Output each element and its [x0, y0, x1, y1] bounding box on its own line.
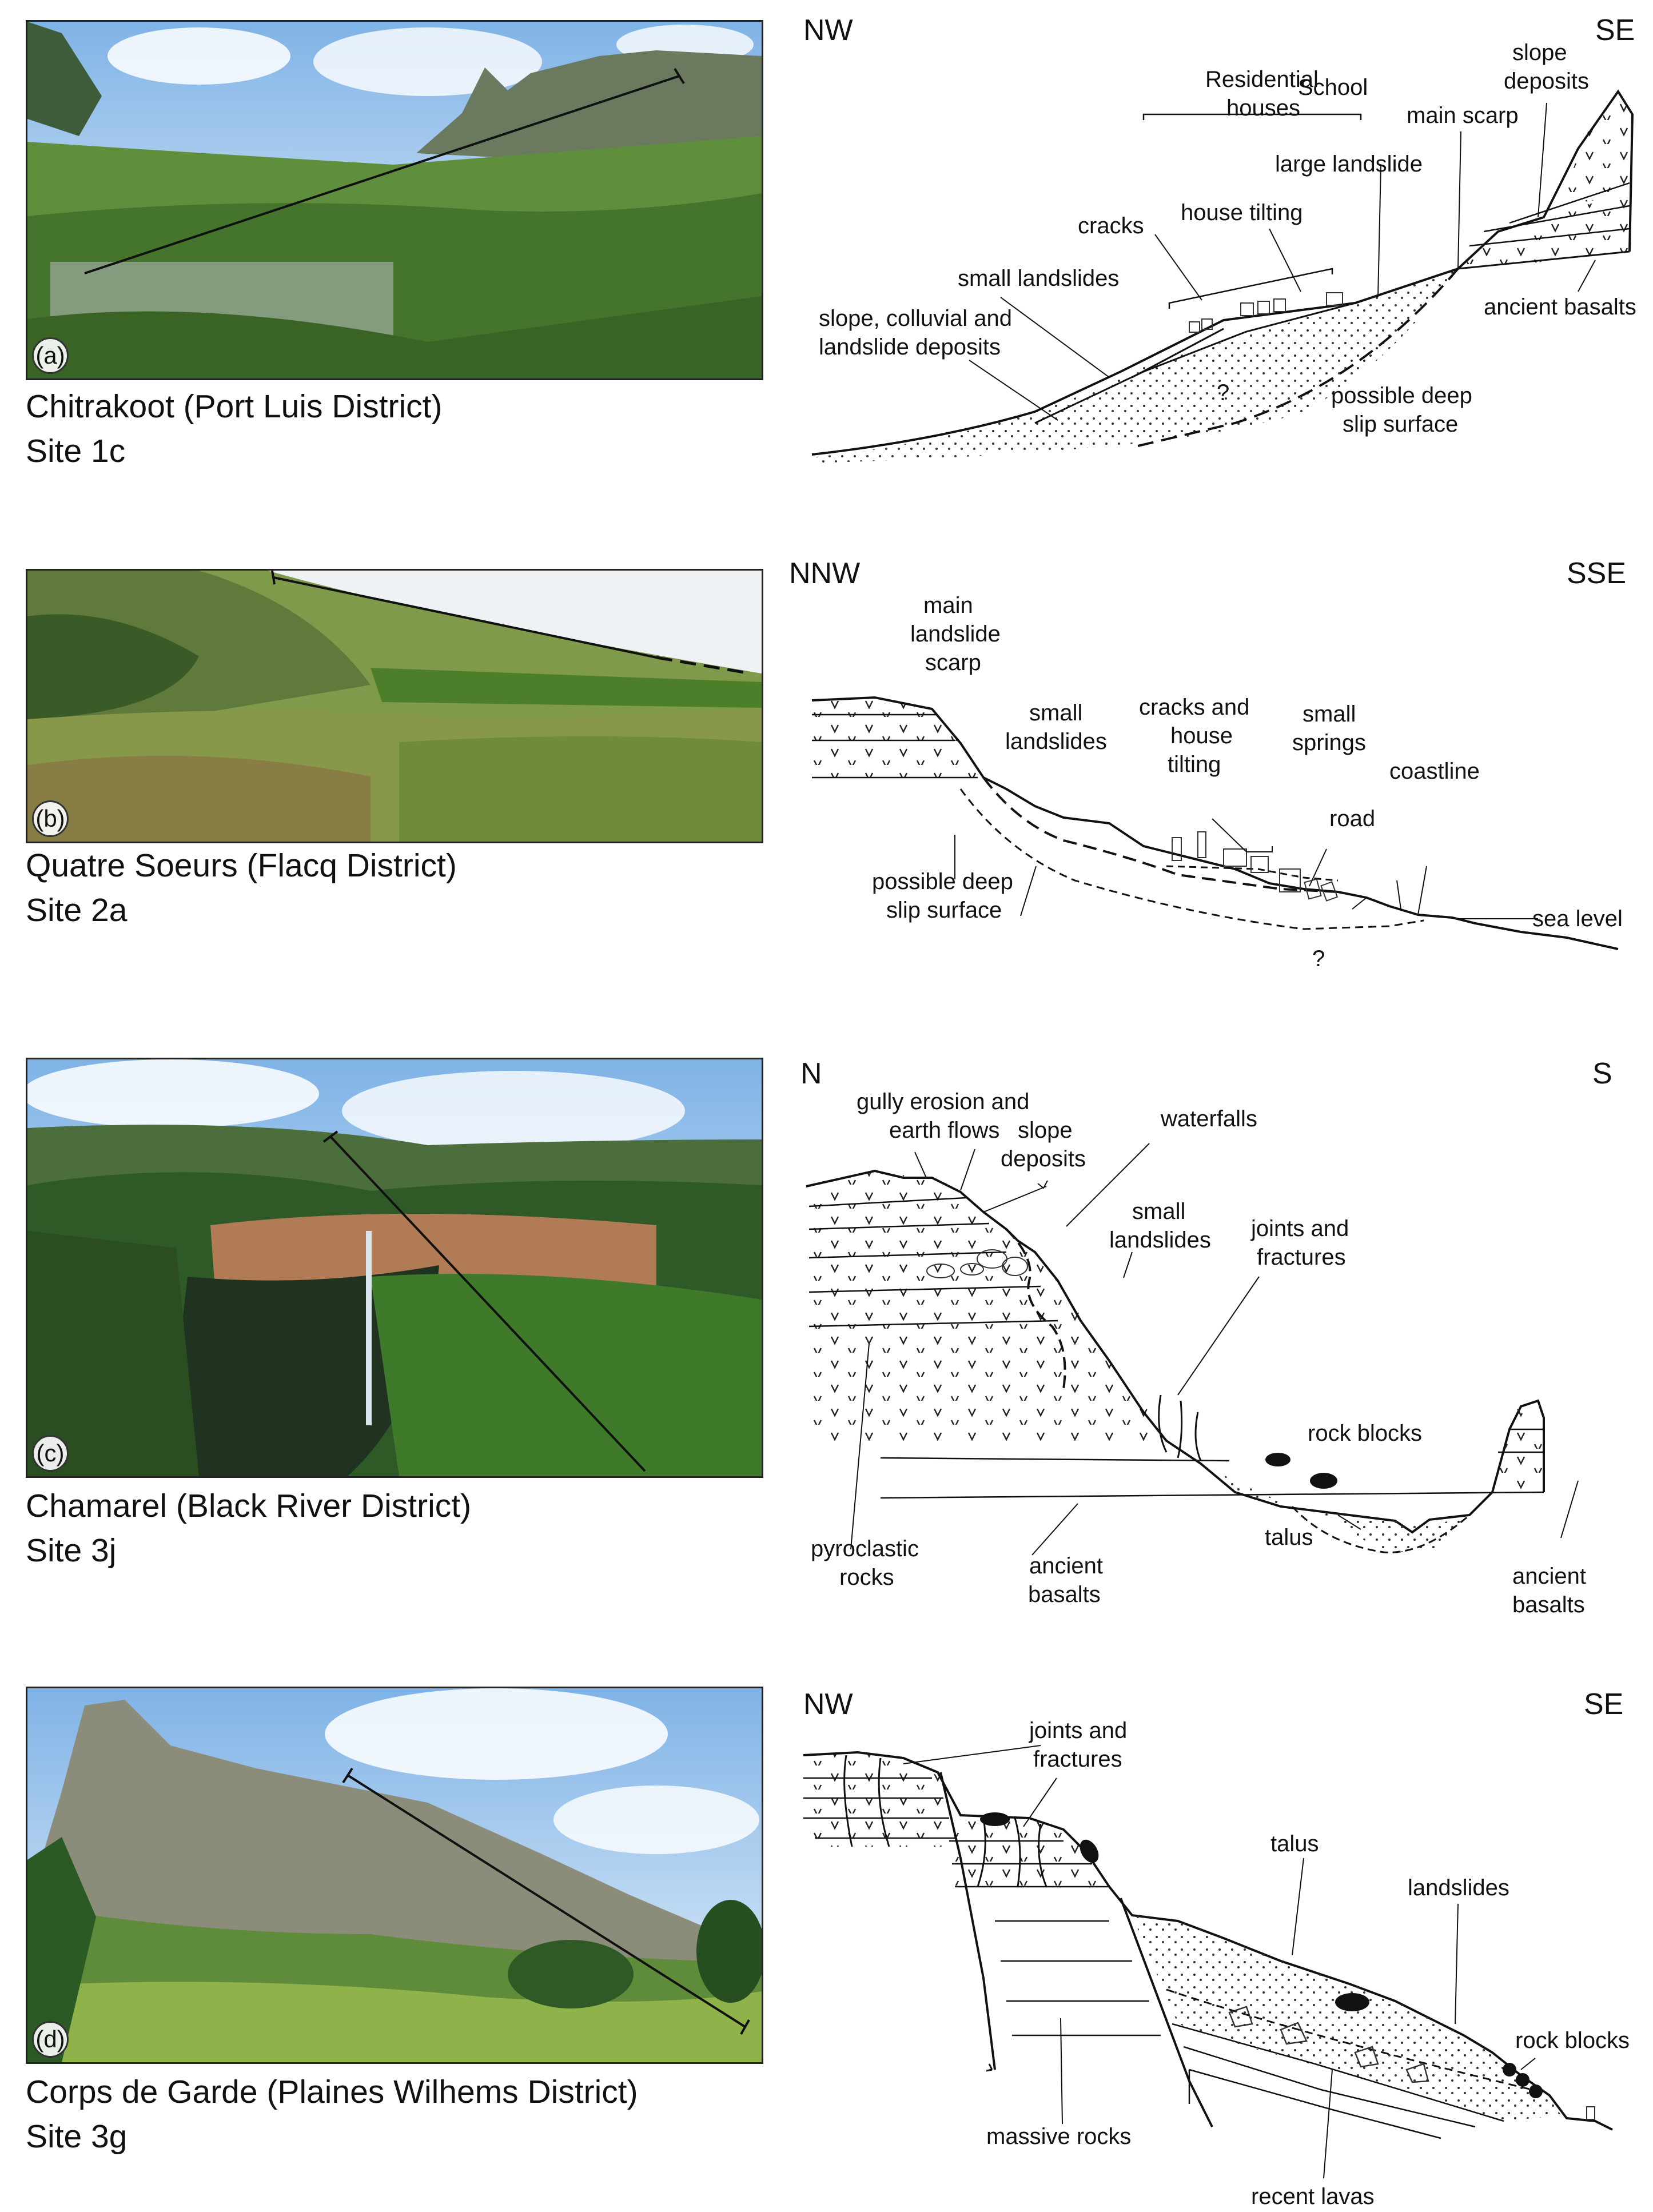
caption-site-a: Site 1c — [26, 433, 126, 469]
label-recent-lavas: recent lavas — [1251, 2184, 1375, 2209]
label-joints-d2: fractures — [1033, 1747, 1122, 1772]
label-slope-deposits-c1: slope — [1018, 1118, 1073, 1143]
label-slope-deposits-2: deposits — [1504, 69, 1589, 94]
label-deep-slip-2: slip surface — [1343, 412, 1458, 437]
label-joints-c1: joints and — [1250, 1216, 1349, 1241]
label-small-landslides-b1: small — [1029, 700, 1082, 726]
label-small-landslides: small landslides — [958, 266, 1119, 291]
label-small-landslides-c2: landslides — [1109, 1227, 1211, 1253]
label-road: road — [1329, 806, 1375, 831]
label-springs-2: springs — [1292, 730, 1366, 755]
caption-location-b: Quatre Soeurs (Flacq District) — [26, 847, 457, 884]
label-cracks-b1: cracks and — [1139, 695, 1249, 720]
label-small-landslides-b2: landslides — [1005, 729, 1107, 754]
label-talus-d: talus — [1270, 1831, 1319, 1856]
photo-corps-de-garde: (d) — [26, 1687, 763, 2064]
label-waterfalls: waterfalls — [1160, 1106, 1257, 1131]
label-joints-d1: joints and — [1029, 1718, 1127, 1743]
label-deep-slip-b1: possible deep — [872, 869, 1013, 894]
label-sea-level: sea level — [1532, 906, 1623, 931]
cross-section-a: NW SE Residential — [789, 0, 1653, 492]
direction-right-a: SE — [1595, 14, 1635, 47]
panel-letter-b: (b) — [32, 800, 69, 837]
caption-site-b: Site 2a — [26, 892, 128, 928]
panel-letter-d: (d) — [32, 2021, 69, 2058]
cross-section-c: N S — [789, 1041, 1653, 1641]
label-deep-slip-b2: slip surface — [886, 898, 1002, 923]
label-rock-blocks-d: rock blocks — [1515, 2028, 1630, 2053]
label-rock-blocks-c: rock blocks — [1308, 1421, 1422, 1446]
label-ancient-basalts-c1: ancient — [1029, 1553, 1103, 1579]
label-cracks: cracks — [1078, 213, 1144, 238]
label-residential-1: Residential — [1205, 67, 1319, 92]
label-school: School — [1298, 75, 1368, 100]
direction-right-b: SSE — [1567, 557, 1626, 590]
cross-section-d: NW SE — [789, 1669, 1653, 2212]
direction-left-d: NW — [803, 1688, 853, 1721]
label-cracks-b3: tilting — [1168, 752, 1221, 777]
label-colluvial-2: landslide deposits — [819, 334, 1001, 360]
label-landslides-d: landslides — [1408, 1875, 1509, 1900]
label-main-scarp-2: landslide — [910, 621, 1001, 647]
label-coastline: coastline — [1389, 759, 1480, 784]
direction-left-b: NNW — [789, 557, 860, 590]
direction-left-a: NW — [803, 14, 853, 47]
label-ancient-basalts: ancient basalts — [1484, 294, 1636, 320]
label-gully-2: earth flows — [889, 1118, 999, 1143]
direction-right-c: S — [1592, 1057, 1612, 1090]
label-talus-c: talus — [1265, 1525, 1313, 1550]
label-question-a: ? — [1217, 380, 1229, 405]
label-massive-rocks: massive rocks — [986, 2124, 1131, 2149]
photo-chitrakoot: (a) — [26, 20, 763, 380]
label-ancient-basalts-c2: basalts — [1028, 1582, 1101, 1607]
label-slope-deposits-1: slope — [1512, 40, 1567, 65]
label-colluvial-1: slope, colluvial and — [819, 306, 1012, 331]
label-pyroclastic-1: pyroclastic — [811, 1536, 919, 1561]
cross-section-b: NNW SSE main landslide scarp small l — [789, 549, 1653, 1006]
label-main-scarp-3: scarp — [925, 650, 981, 675]
label-small-landslides-c1: small — [1132, 1199, 1185, 1224]
label-springs-1: small — [1303, 702, 1356, 727]
label-ancient-basalts-c3: ancient — [1512, 1564, 1586, 1589]
direction-right-d: SE — [1584, 1688, 1623, 1721]
caption-location-a: Chitrakoot (Port Luis District) — [26, 388, 443, 425]
label-main-scarp-1: main — [923, 593, 973, 618]
label-gully-1: gully erosion and — [857, 1089, 1029, 1114]
label-slope-deposits-c2: deposits — [1001, 1146, 1086, 1171]
label-ancient-basalts-c4: basalts — [1512, 1592, 1585, 1617]
caption-site-d: Site 3g — [26, 2118, 128, 2155]
label-main-scarp: main scarp — [1407, 103, 1519, 128]
panel-letter-c: (c) — [32, 1435, 69, 1472]
label-question-b: ? — [1312, 946, 1325, 971]
label-residential-2: houses — [1226, 95, 1300, 121]
panel-letter-a: (a) — [32, 337, 69, 374]
photo-chamarel: (c) — [26, 1058, 763, 1478]
label-joints-c2: fractures — [1257, 1245, 1346, 1270]
photo-quatre-soeurs: (b) — [26, 569, 763, 843]
label-pyroclastic-2: rocks — [839, 1565, 894, 1590]
caption-location-d: Corps de Garde (Plaines Wilhems District… — [26, 2074, 638, 2110]
label-cracks-b2: house — [1170, 723, 1233, 748]
label-deep-slip-1: possible deep — [1331, 383, 1472, 408]
label-large-landslide: large landslide — [1275, 152, 1423, 177]
caption-site-c: Site 3j — [26, 1532, 117, 1569]
caption-location-c: Chamarel (Black River District) — [26, 1488, 472, 1524]
label-house-tilting: house tilting — [1181, 200, 1303, 225]
direction-left-c: N — [800, 1057, 822, 1090]
